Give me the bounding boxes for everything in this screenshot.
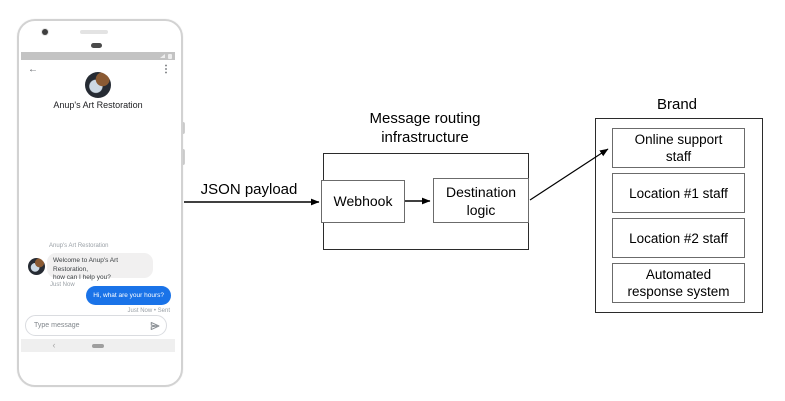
speaker-grill-icon — [80, 30, 108, 34]
back-arrow-icon[interactable]: ← — [28, 64, 38, 75]
brand-item-location-2: Location #2 staff — [612, 218, 745, 258]
incoming-message-bubble: Welcome to Anup's Art Restoration, how c… — [47, 253, 153, 281]
incoming-message-line: Welcome to Anup's Art Restoration, — [53, 257, 119, 273]
webhook-box: Webhook — [321, 180, 405, 223]
chat-title: Anup's Art Restoration — [53, 100, 143, 110]
incoming-message-line: how can I help you? — [53, 274, 111, 281]
outgoing-timestamp: Just Now • Sent — [127, 308, 170, 314]
send-icon[interactable] — [150, 321, 160, 331]
home-pill-icon[interactable] — [92, 344, 104, 348]
brand-avatar[interactable] — [85, 72, 111, 98]
brand-item-automated-response: Automated response system — [612, 263, 745, 303]
earpiece-icon — [91, 43, 102, 48]
message-input[interactable] — [34, 316, 144, 335]
message-composer[interactable] — [25, 315, 167, 336]
battery-icon — [168, 53, 172, 59]
android-nav-bar: ‹ — [21, 339, 175, 352]
routing-infrastructure-title: Message routing infrastructure — [369, 110, 481, 146]
phone-mockup: ← ⋮ Anup's Art Restoration Anup's Art Re… — [17, 19, 183, 387]
destination-logic-box: Destination logic — [433, 178, 529, 223]
more-options-icon[interactable]: ⋮ — [161, 64, 171, 75]
sender-label: Anup's Art Restoration — [49, 243, 109, 249]
power-button — [181, 122, 185, 134]
volume-button — [181, 149, 185, 165]
status-bar — [21, 52, 175, 60]
outgoing-message-bubble: Hi, what are your hours? — [86, 286, 171, 305]
signal-icon — [160, 54, 165, 58]
brand-item-location-1: Location #1 staff — [612, 173, 745, 213]
json-payload-label: JSON payload — [200, 181, 298, 198]
phone-screen: ← ⋮ Anup's Art Restoration Anup's Art Re… — [21, 52, 175, 352]
brand-item-online-support: Online support staff — [612, 128, 745, 168]
incoming-timestamp: Just Now — [50, 282, 75, 288]
message-avatar — [28, 258, 45, 275]
brand-title: Brand — [656, 96, 698, 113]
nav-back-icon[interactable]: ‹ — [52, 340, 56, 350]
front-camera-icon — [42, 29, 48, 35]
